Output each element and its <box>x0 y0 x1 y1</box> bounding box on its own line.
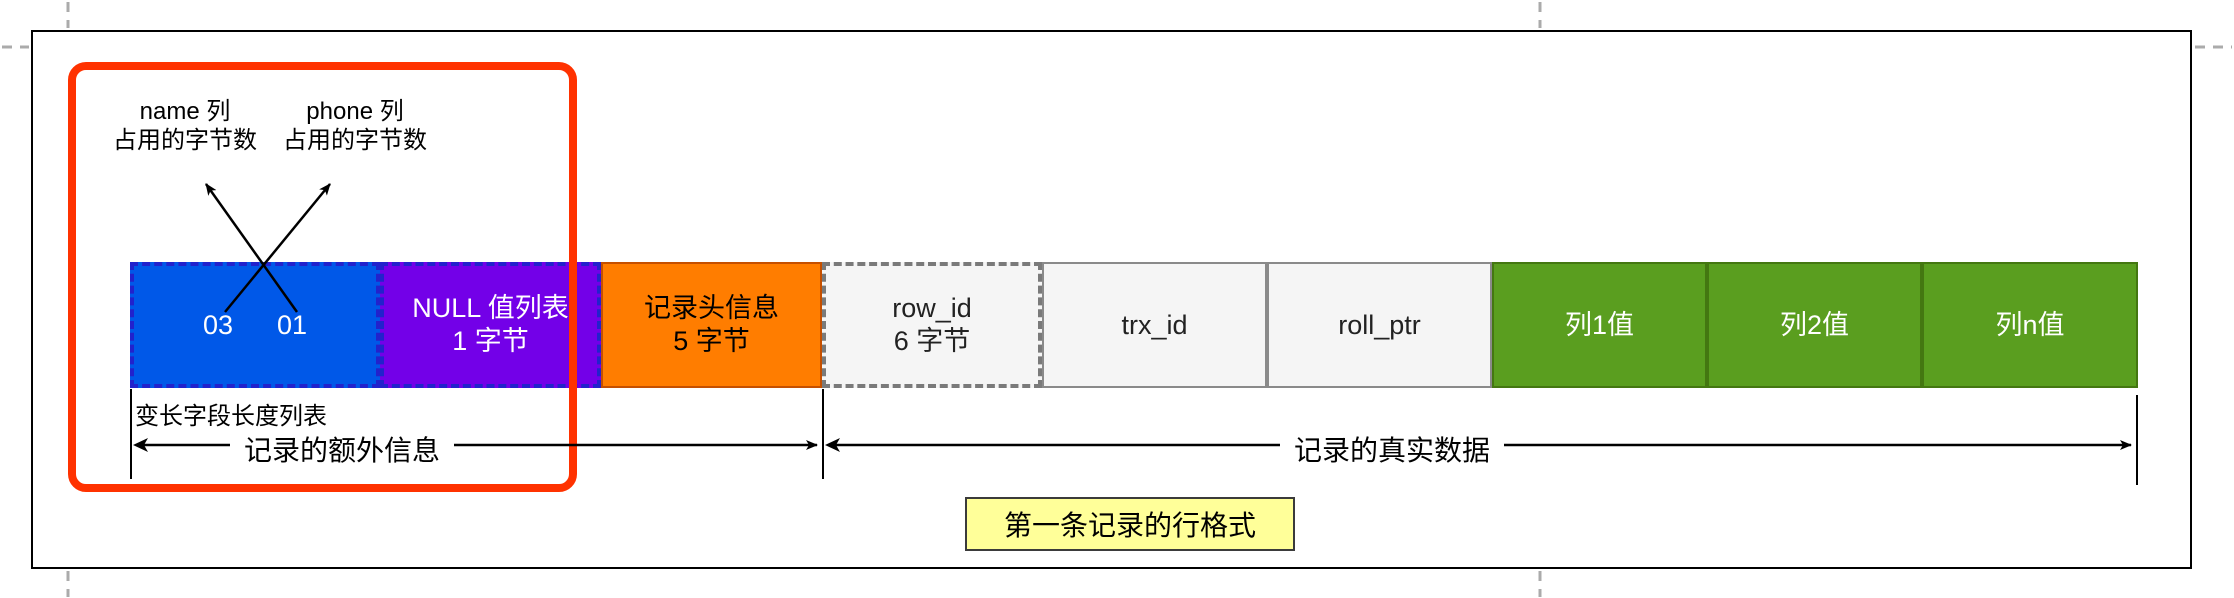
caption-text: 第一条记录的行格式 <box>1003 510 1256 541</box>
segment-row-id: row_id 6 字节 <box>822 262 1042 388</box>
real-data-label: 记录的真实数据 <box>1279 429 1505 469</box>
segment-col1-value-label: 列1值 <box>1564 309 1635 340</box>
segment-coln-value: 列n值 <box>1922 262 2138 388</box>
phone-column-bytes-label: phone 列 占用的字节数 <box>265 97 445 155</box>
segment-trx-id: trx_id <box>1042 262 1267 388</box>
name-column-bytes-label: name 列 占用的字节数 <box>95 97 275 155</box>
segment-row-id-line2: 6 字节 <box>893 326 971 356</box>
segment-col2-value: 列2值 <box>1707 262 1922 388</box>
extra-info-label: 记录的额外信息 <box>229 429 455 469</box>
segment-varlen-list: 03 01 <box>130 262 380 388</box>
phone-column-bytes-label-line1: phone 列 <box>306 98 404 125</box>
segment-record-header-line1: 记录头信息 <box>644 293 779 323</box>
segment-record-header-line2: 5 字节 <box>673 326 750 356</box>
segment-roll-ptr-label: roll_ptr <box>1338 309 1421 340</box>
segment-null-list-line2: 1 字节 <box>452 326 529 356</box>
segment-null-list: NULL 值列表 1 字节 <box>380 262 601 388</box>
segment-row-id-line1: row_id <box>892 293 972 323</box>
varlen-list-label: 变长字段长度列表 <box>135 403 327 430</box>
caption-box: 第一条记录的行格式 <box>965 497 1295 551</box>
segment-roll-ptr: roll_ptr <box>1267 262 1492 388</box>
segment-trx-id-label: trx_id <box>1121 309 1188 340</box>
name-column-bytes-label-line1: name 列 <box>139 98 231 125</box>
phone-column-bytes-label-line2: 占用的字节数 <box>283 127 427 154</box>
segment-coln-value-label: 列n值 <box>1995 309 2065 340</box>
segment-null-list-line1: NULL 值列表 <box>412 293 569 323</box>
varlen-byte-values: 03 01 <box>203 309 307 342</box>
varlen-byte-name: 01 <box>277 309 308 340</box>
name-column-bytes-label-line2: 占用的字节数 <box>113 127 257 154</box>
segment-col1-value: 列1值 <box>1492 262 1707 388</box>
varlen-byte-phone: 03 <box>202 309 233 340</box>
segment-col2-value-label: 列2值 <box>1779 309 1850 340</box>
segment-record-header: 记录头信息 5 字节 <box>601 262 822 388</box>
